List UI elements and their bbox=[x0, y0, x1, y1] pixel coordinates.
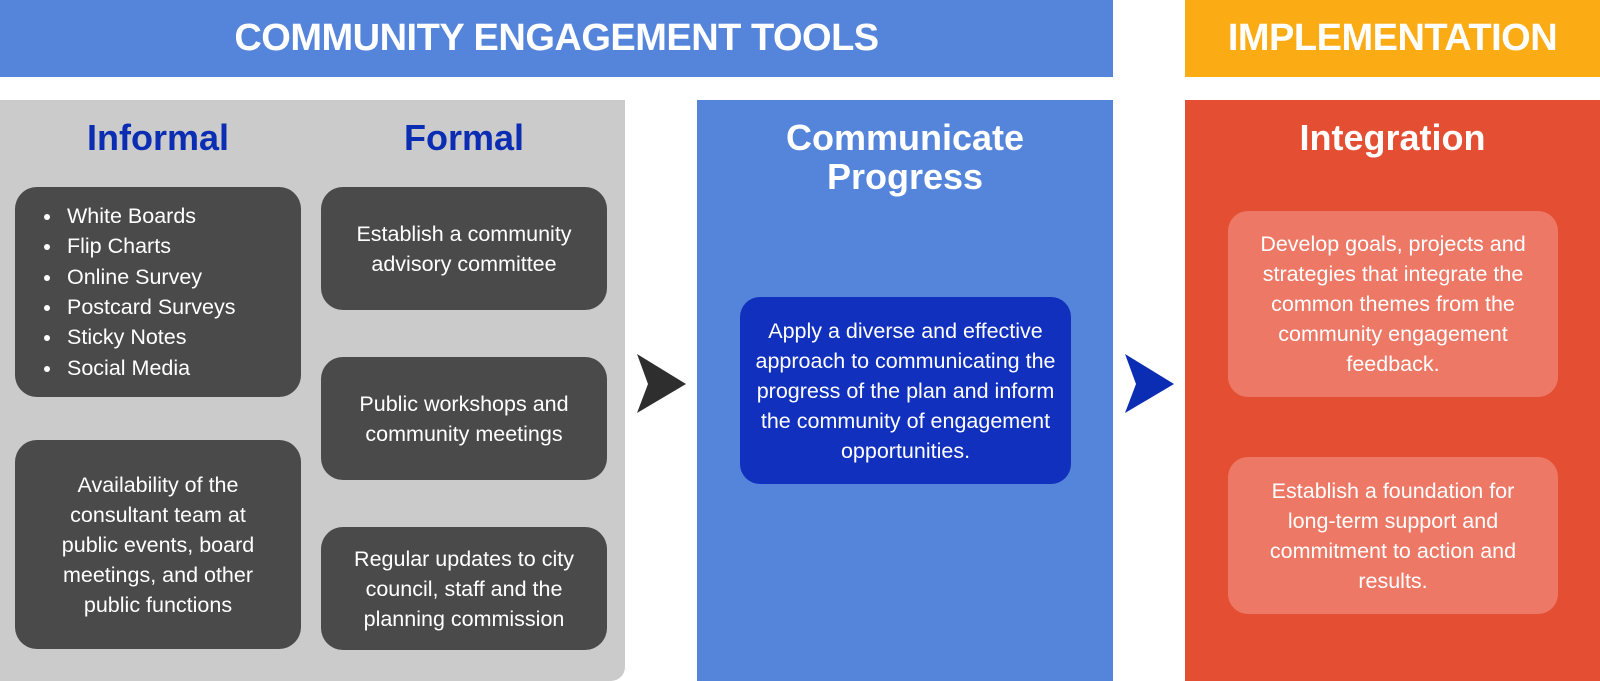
communicate-progress-title: Communicate Progress bbox=[697, 118, 1113, 196]
formal-card-text: Public workshops and community meetings bbox=[359, 391, 569, 446]
integration-title: Integration bbox=[1299, 117, 1486, 158]
integration-card-text: Develop goals, projects and strategies t… bbox=[1260, 232, 1526, 376]
arrow-right-icon bbox=[1125, 354, 1175, 414]
formal-card-workshops: Public workshops and community meetings bbox=[321, 357, 607, 480]
consultant-availability-card: Availability of the consultant team at p… bbox=[15, 440, 301, 649]
communicate-progress-card: Apply a diverse and effective approach t… bbox=[740, 297, 1071, 484]
integration-card-goals: Develop goals, projects and strategies t… bbox=[1228, 211, 1558, 397]
informal-tools-list: White Boards Flip Charts Online Survey P… bbox=[15, 201, 301, 383]
list-item: Flip Charts bbox=[63, 231, 301, 261]
informal-title: Informal bbox=[86, 117, 229, 158]
communicate-progress-text: Apply a diverse and effective approach t… bbox=[755, 318, 1056, 463]
list-item: White Boards bbox=[63, 201, 301, 231]
formal-card-updates: Regular updates to city council, staff a… bbox=[321, 527, 607, 650]
consultant-availability-text: Availability of the consultant team at p… bbox=[61, 472, 255, 617]
formal-card-advisory: Establish a community advisory committee bbox=[321, 187, 607, 310]
list-item: Online Survey bbox=[63, 262, 301, 292]
implementation-header-text: IMPLEMENTATION bbox=[1227, 17, 1558, 59]
implementation-header: IMPLEMENTATION bbox=[1185, 0, 1600, 77]
informal-tools-card: White Boards Flip Charts Online Survey P… bbox=[15, 187, 301, 397]
formal-card-text: Establish a community advisory committee bbox=[356, 221, 572, 276]
communicate-title-line2: Progress bbox=[826, 156, 984, 197]
arrow-right-icon bbox=[637, 354, 687, 414]
list-item: Postcard Surveys bbox=[63, 292, 301, 322]
communicate-title-line1: Communicate bbox=[785, 117, 1025, 158]
list-item: Social Media bbox=[63, 353, 301, 383]
formal-title: Formal bbox=[403, 117, 525, 158]
integration-card-foundation: Establish a foundation for long-term sup… bbox=[1228, 457, 1558, 614]
formal-card-text: Regular updates to city council, staff a… bbox=[354, 546, 574, 631]
list-item: Sticky Notes bbox=[63, 322, 301, 352]
engagement-tools-header: COMMUNITY ENGAGEMENT TOOLS bbox=[0, 0, 1113, 77]
engagement-tools-header-text: COMMUNITY ENGAGEMENT TOOLS bbox=[234, 17, 879, 59]
integration-card-text: Establish a foundation for long-term sup… bbox=[1269, 478, 1517, 593]
